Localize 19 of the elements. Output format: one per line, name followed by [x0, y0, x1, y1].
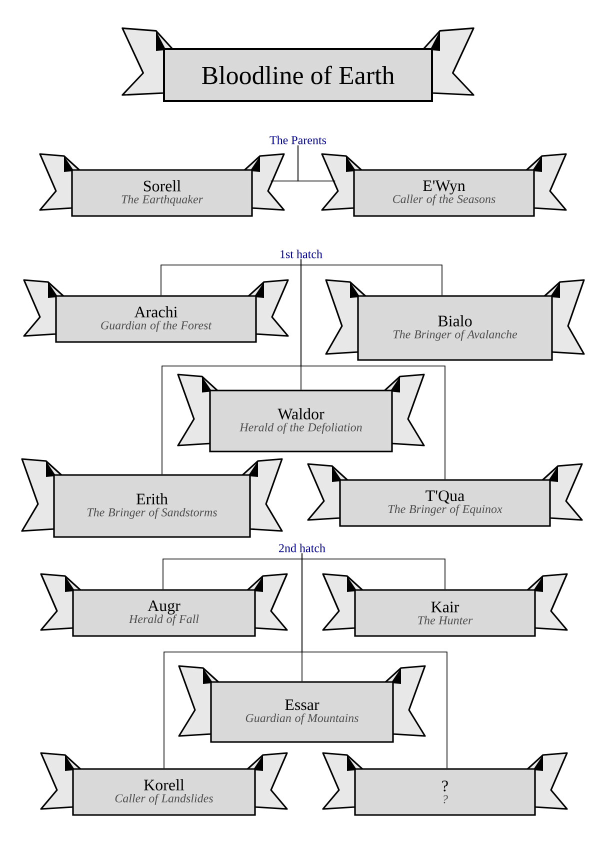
- connector-line: [302, 553, 448, 769]
- banner: E'Wyn Caller of the Seasons: [321, 153, 567, 217]
- banner: Erith The Bringer of Sandstorms: [21, 458, 283, 538]
- banner: Essar Guardian of Mountains: [178, 665, 426, 743]
- title-banner: Bloodline of Earth: [122, 27, 474, 102]
- group-label: 2nd hatch: [279, 544, 326, 552]
- connector-line: [300, 259, 446, 480]
- group-label: 1st hatch: [280, 250, 322, 258]
- banner: Kair The Hunter: [322, 573, 568, 637]
- banner: Bialo The Bringer of Avalanche: [325, 279, 585, 361]
- banner: Augr Herald of Fall: [40, 573, 288, 637]
- connector-line: [298, 145, 336, 182]
- banner: T'Qua The Bringer of Equinox: [307, 463, 583, 527]
- group-label: The Parents: [270, 136, 326, 144]
- banner: Waldor Herald of the Defoliation: [177, 374, 425, 452]
- banner: Arachi Guardian of the Forest: [23, 279, 289, 343]
- banner: Korell Caller of Landslides: [40, 752, 288, 816]
- banner: ? ?: [322, 752, 568, 816]
- banner: Sorell The Earthquaker: [39, 153, 285, 217]
